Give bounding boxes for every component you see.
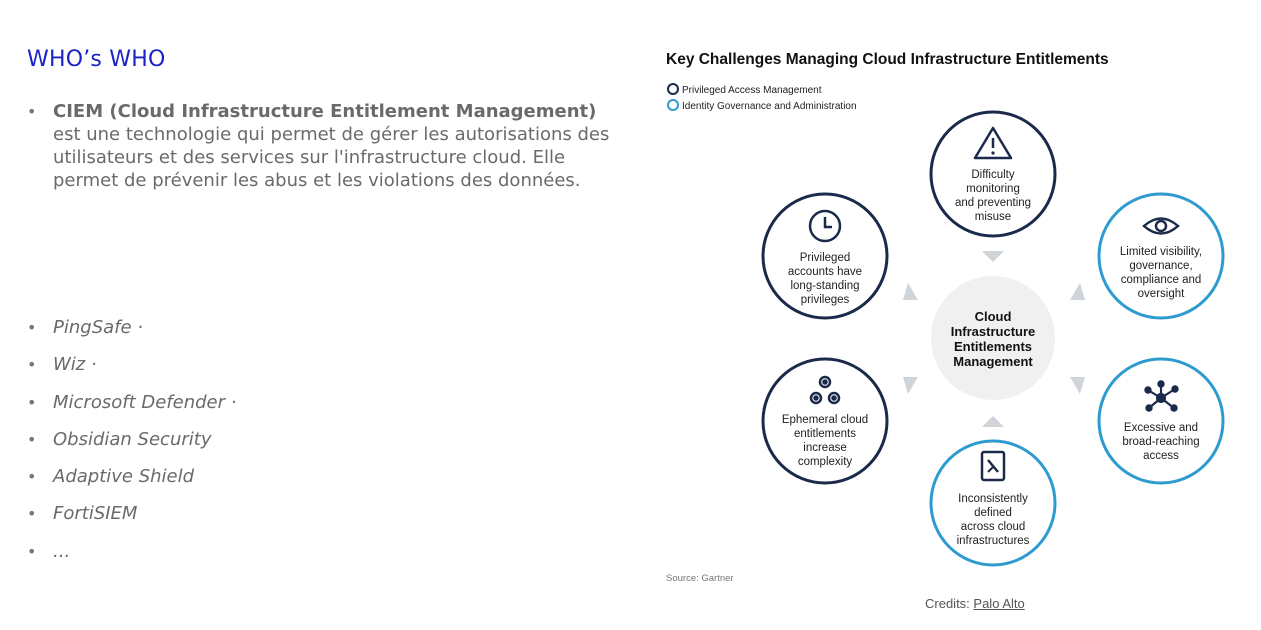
legend-pam-marker (667, 83, 679, 95)
center-circle (931, 276, 1055, 400)
node-visibility-line-3: compliance and (1121, 274, 1202, 286)
eye-icon (1142, 217, 1180, 235)
diagram-title: Key Challenges Managing Cloud Infrastruc… (666, 51, 1109, 68)
pointer-bottom (982, 416, 1004, 427)
node-ephemeral-line-4: complexity (798, 456, 853, 468)
node-ephemeral-line-1: Ephemeral cloud (782, 414, 868, 426)
list-item: • Adaptive Shield (27, 464, 236, 501)
bullet: • (27, 467, 37, 487)
node-privileged-line-2: accounts have (788, 266, 862, 278)
node-privileged-line-1: Privileged (800, 252, 851, 264)
pointer-top-left (903, 283, 918, 300)
node-access-line-1: Excessive and (1124, 422, 1198, 434)
credits: Credits: Palo Alto (925, 596, 1025, 611)
center-line-3: Entitlements (954, 339, 1032, 354)
node-inconsistent-line-2: defined (974, 507, 1012, 519)
ciem-diagram: Key Challenges Managing Cloud Infrastruc… (660, 40, 1261, 590)
bullet: • (27, 318, 37, 337)
node-access-circle (1097, 357, 1225, 485)
intro-text: CIEM (Cloud Infrastructure Entitlement M… (53, 100, 627, 192)
list-item: • FortiSIEM (27, 501, 236, 538)
node-misuse-line-3: and preventing (955, 197, 1031, 209)
center-line-4: Management (953, 354, 1033, 369)
vendor-label: PingSafe · (53, 317, 143, 338)
slide-title: WHO’s WHO (27, 47, 166, 72)
clock-icon (808, 209, 842, 243)
vendor-label: Adaptive Shield (53, 466, 195, 488)
pointer-bottom-right (1070, 377, 1085, 394)
node-inconsistent-line-3: across cloud (961, 521, 1026, 533)
center-line-1: Cloud (975, 309, 1012, 324)
legend-iga-marker (667, 99, 679, 111)
document-icon (980, 450, 1006, 482)
vendor-label: Microsoft Defender · (53, 391, 237, 413)
vendor-label: FortiSIEM (53, 503, 138, 525)
vendor-label: Wiz · (53, 354, 97, 376)
legend-pam-label: Privileged Access Management (682, 85, 822, 96)
node-privileged-circle (761, 192, 889, 320)
list-item: • Microsoft Defender · (27, 390, 236, 427)
node-privileged-line-4: privileges (801, 294, 850, 306)
list-item: • Wiz · (27, 352, 236, 389)
node-ephemeral-circle (761, 357, 889, 485)
intro-body: est une technologie qui permet de gérer … (53, 124, 610, 191)
network-icon (1144, 380, 1179, 412)
pointer-top (982, 251, 1004, 262)
vendor-label: Obsidian Security (53, 428, 212, 450)
list-item: • Obsidian Security (27, 427, 236, 464)
bullet: • (27, 429, 37, 449)
gears-icon (809, 375, 841, 405)
node-privileged-line-3: long-standing (790, 280, 859, 292)
pointer-bottom-left (903, 377, 918, 394)
warning-icon (973, 126, 1013, 160)
node-access-line-3: access (1143, 450, 1179, 462)
center-line-2: Infrastructure (951, 324, 1036, 339)
bullet: • (27, 504, 37, 524)
node-ephemeral-line-2: entitlements (794, 428, 856, 440)
node-inconsistent-line-1: Inconsistently (958, 493, 1028, 505)
node-misuse-line-4: misuse (975, 211, 1011, 223)
bullet: • (27, 392, 37, 412)
vendor-list: • PingSafe · • Wiz · • Microsoft Defender ·… (27, 315, 236, 576)
legend-iga-label: Identity Governance and Administration (682, 101, 857, 112)
intro-bold: CIEM (Cloud Infrastructure Entitlement M… (53, 101, 597, 122)
node-misuse-circle (929, 110, 1057, 238)
intro-paragraph: • CIEM (Cloud Infrastructure Entitlement… (27, 100, 627, 192)
bullet: • (27, 102, 37, 121)
node-misuse-line-1: Difficulty (971, 169, 1014, 181)
node-inconsistent-line-4: infrastructures (957, 535, 1030, 547)
node-access-line-2: broad-reaching (1122, 436, 1199, 448)
credits-link[interactable]: Palo Alto (973, 596, 1025, 611)
diagram-svg: Key Challenges Managing Cloud Infrastruc… (666, 51, 1225, 584)
node-misuse-line-2: monitoring (966, 183, 1020, 195)
node-visibility-circle (1097, 192, 1225, 320)
node-visibility-line-2: governance, (1129, 260, 1192, 272)
credits-prefix: Credits: (925, 596, 974, 611)
vendor-label: ... (53, 540, 71, 562)
node-ephemeral-line-3: increase (803, 442, 846, 454)
bullet: • (27, 541, 37, 561)
pointer-top-right (1070, 283, 1085, 300)
node-visibility-line-1: Limited visibility, (1120, 246, 1202, 258)
node-inconsistent-circle (929, 439, 1057, 567)
node-visibility-line-4: oversight (1138, 288, 1185, 300)
list-item: •... (27, 539, 236, 576)
diagram-source: Source: Gartner (666, 573, 734, 584)
list-item: • PingSafe · (27, 315, 236, 352)
bullet: • (27, 355, 37, 375)
